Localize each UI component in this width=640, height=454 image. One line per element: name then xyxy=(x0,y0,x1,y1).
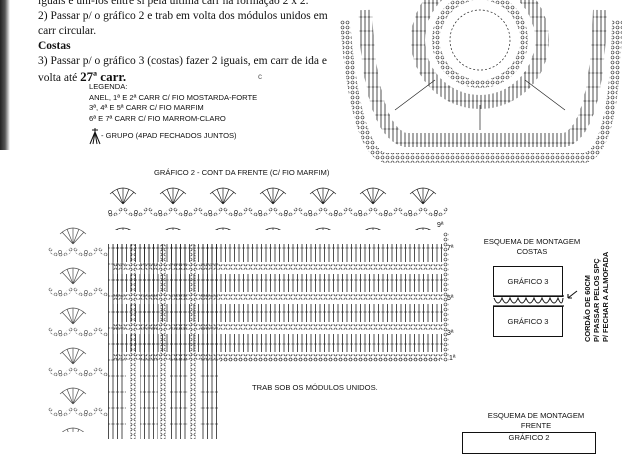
instructions-text: iguais e uni-los entre si pela última ca… xyxy=(38,0,338,86)
chart-2-note: TRAB SOB OS MÓDULOS UNIDOS. xyxy=(252,383,378,392)
step3-text: 3) Passar p/ o gráfico 3 (costas) fazer … xyxy=(38,55,327,84)
cluster-stitch-icon xyxy=(89,128,101,145)
schema-back-box-top: GRÁFICO 3 xyxy=(493,266,563,297)
chart-2-border-diagram xyxy=(48,182,449,439)
cord-note: CORDÃO DE 60CM P/ PASSAR PELOS SPÇ P/ FE… xyxy=(583,242,610,342)
row-label-7: 7ª xyxy=(447,245,454,252)
legend-line-1: ANEL, 1ª E 2ª CARR C/ FIO MOSTARDA-FORTE xyxy=(89,92,258,102)
schema-back-title-2: COSTAS xyxy=(516,247,548,256)
instruction-step-2: 2) Passar p/ o gráfico 2 e trab em volta… xyxy=(38,10,328,37)
schema-front-title: ESQUEMA DE MONTAGEM FRENTE xyxy=(466,411,606,431)
step3-emphasis: 27ª carr. xyxy=(80,69,127,84)
schema-back-title: ESQUEMA DE MONTAGEM COSTAS xyxy=(462,237,602,257)
legend-line-2: 3ª, 4ª E 5ª CARR C/ FIO MARFIM xyxy=(89,103,204,112)
legend-line-3: 6ª E 7ª CARR C/ FIO MARROM-CLARO xyxy=(89,113,226,123)
chart-1-medallion-diagram xyxy=(340,0,622,163)
schema-front-box-top: GRÁFICO 2 xyxy=(462,432,596,454)
legend: LEGENDA: ANEL, 1ª E 2ª CARR C/ FIO MOSTA… xyxy=(89,82,257,145)
schema-back-box-bottom: GRÁFICO 3 xyxy=(493,306,563,337)
arrow-icon xyxy=(567,290,578,299)
page-binding-edge xyxy=(0,0,10,150)
legend-group: - GRUPO (4PAD FECHADOS JUNTOS) xyxy=(101,130,237,140)
row-label-3: 3ª xyxy=(447,330,454,337)
section-heading-costas: Costas xyxy=(38,40,71,52)
stray-mark: c xyxy=(258,72,262,81)
schema-front-title-2: FRENTE xyxy=(520,421,552,430)
cord-note-3: P/ FECHAR A ALMOFADA xyxy=(601,251,610,342)
instruction-line-0: iguais e uni-los entre si pela última ca… xyxy=(38,0,309,7)
chart-2-title: GRÁFICO 2 - CONT DA FRENTE (C/ FIO MARFI… xyxy=(154,168,330,177)
cord-note-2: P/ PASSAR PELOS SPÇ xyxy=(592,258,601,342)
instruction-step-3: 3) Passar p/ o gráfico 3 (costas) fazer … xyxy=(38,54,338,86)
legend-title: LEGENDA: xyxy=(89,82,128,91)
row-label-9: 9ª xyxy=(437,222,444,229)
row-label-5: 5ª xyxy=(447,295,454,302)
cord-note-1: CORDÃO DE 60CM xyxy=(583,275,592,342)
schema-back-title-1: ESQUEMA DE MONTAGEM xyxy=(483,237,581,246)
row-label-1: 1ª xyxy=(449,355,456,362)
schema-front-title-1: ESQUEMA DE MONTAGEM xyxy=(487,411,585,420)
